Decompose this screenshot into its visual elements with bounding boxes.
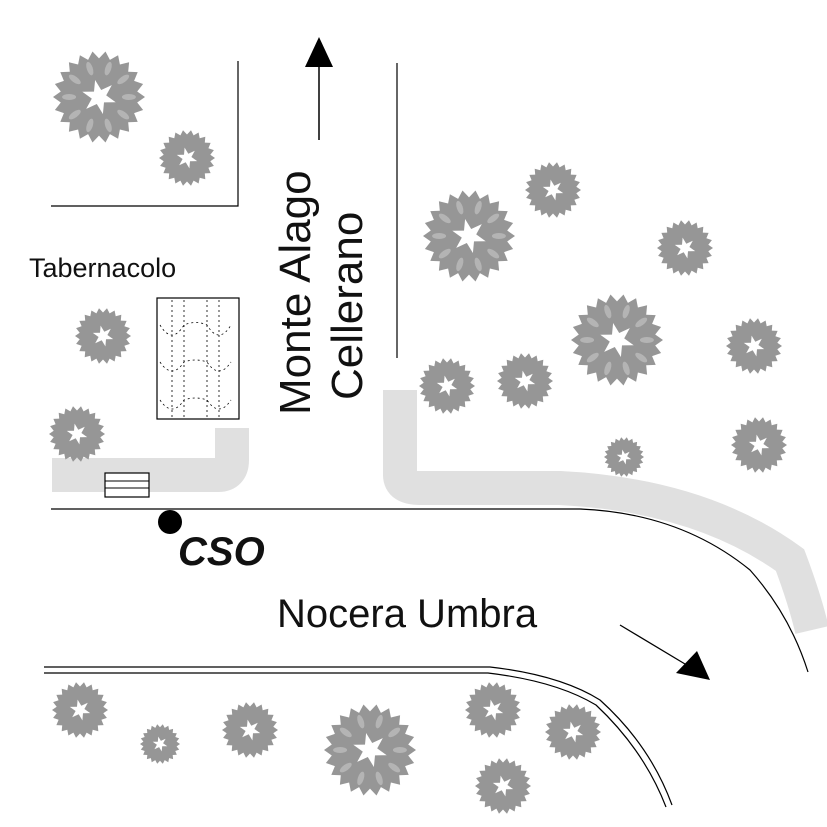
property-boundary xyxy=(51,61,239,207)
tree-bottom-2-icon xyxy=(140,724,180,764)
tree-top-left-large-icon xyxy=(53,51,145,143)
tree-right-5-icon xyxy=(419,358,475,414)
arrow-north-icon xyxy=(305,37,333,140)
tree-bottom-7-icon xyxy=(475,758,531,814)
tree-top-left-small-icon xyxy=(159,130,215,186)
tree-right-9-icon xyxy=(731,417,787,473)
crosswalk xyxy=(104,472,150,498)
label-nocera-umbra: Nocera Umbra xyxy=(277,592,538,636)
cso-marker-icon xyxy=(158,510,182,534)
tree-bottom-6-icon xyxy=(545,704,601,760)
tree-right-8-icon xyxy=(604,437,644,477)
tree-right-7-icon xyxy=(726,318,782,374)
road-edge-south-2 xyxy=(44,672,667,808)
tabernacolo-building xyxy=(156,297,240,420)
tree-right-4-icon xyxy=(571,294,663,386)
label-cellerano: Cellerano xyxy=(323,212,372,400)
tree-bottom-3-icon xyxy=(222,702,278,758)
trees xyxy=(49,51,787,814)
label-cso: CSO xyxy=(178,530,265,574)
tree-right-3-icon xyxy=(657,220,713,276)
label-tabernacolo: Tabernacolo xyxy=(29,253,176,283)
tree-right-6-icon xyxy=(497,353,553,409)
arrow-southeast-icon xyxy=(619,624,710,680)
road-edge-north xyxy=(51,508,809,673)
tree-right-1-icon xyxy=(423,190,515,282)
tree-bottom-4-icon xyxy=(324,704,416,796)
footpath-left xyxy=(52,428,249,492)
label-monte-alago: Monte Alago xyxy=(271,170,320,415)
road-edge-south-1 xyxy=(44,666,673,806)
tree-bottom-1-icon xyxy=(52,682,108,738)
tree-bottom-5-icon xyxy=(465,682,521,738)
footpath-right xyxy=(383,390,827,634)
tree-left-mid-icon xyxy=(75,308,131,364)
tree-left-lower-icon xyxy=(49,406,105,462)
tree-right-2-icon xyxy=(525,162,581,218)
